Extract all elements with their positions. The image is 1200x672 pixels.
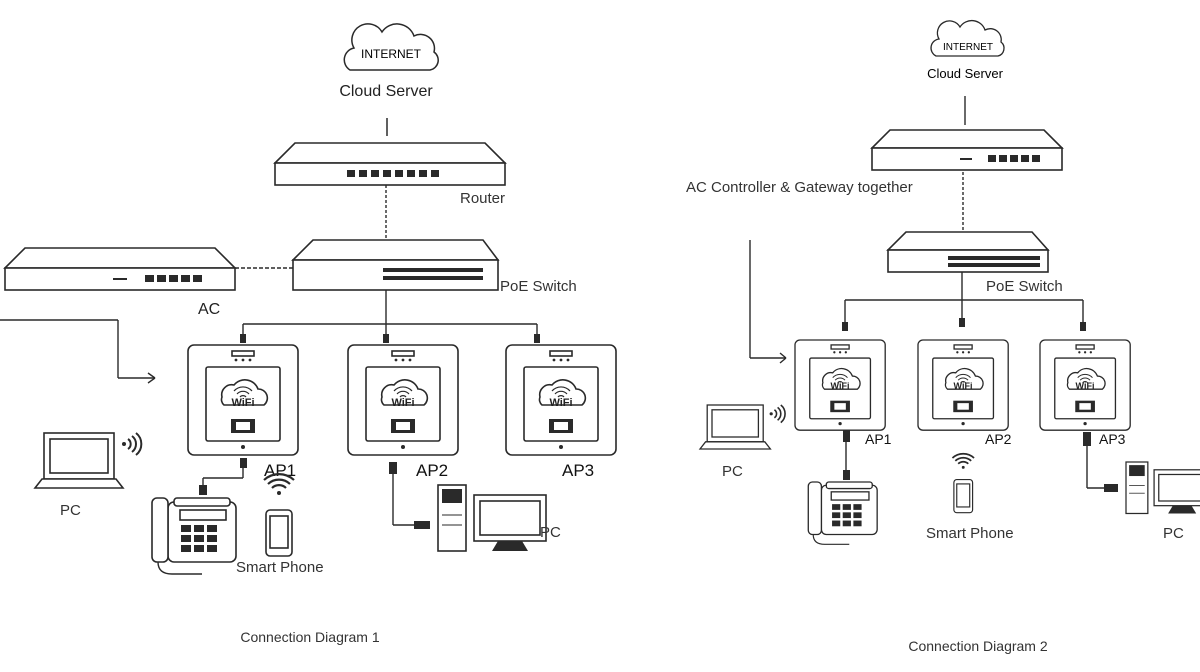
wifi-logo-label: WiFi	[954, 381, 973, 391]
ac-label: AC	[198, 301, 220, 318]
wifi-logo-label: WiFi	[549, 397, 572, 409]
pc-left-label: PC	[60, 502, 81, 519]
pc-right-label: PC	[1163, 525, 1184, 542]
internet-label: INTERNET	[943, 42, 993, 53]
poe-switch-device	[886, 231, 1050, 273]
cloud-server-label: Cloud Server	[927, 66, 1004, 81]
wifi-logo-label: WiFi	[831, 381, 850, 391]
caption-diagram-1: Connection Diagram 1	[240, 629, 380, 645]
wifi-logo-label: WiFi	[231, 397, 254, 409]
smartphone-icon	[951, 452, 975, 514]
wifi-logo-label: WiFi	[1076, 381, 1095, 391]
poe-switch-label: PoE Switch	[500, 278, 577, 295]
switch-to-ap-links	[0, 290, 538, 384]
wifi-logo-label: WiFi	[391, 397, 414, 409]
router-device	[274, 142, 506, 186]
smartphone-icon	[263, 473, 295, 557]
diagram-1: INTERNET Cloud Server Router AC	[0, 23, 617, 645]
desk-phone-icon	[807, 481, 878, 545]
laptop-icon	[33, 432, 143, 489]
router-label: Router	[460, 190, 505, 207]
ap1-label: AP1	[865, 431, 892, 447]
cloud-icon	[930, 19, 1005, 57]
caption-diagram-2: Connection Diagram 2	[908, 638, 1048, 654]
ap3-label: AP3	[562, 461, 594, 480]
poe-switch-label: PoE Switch	[986, 278, 1063, 295]
cloud-server-label: Cloud Server	[339, 83, 433, 100]
smart-phone-label: Smart Phone	[236, 559, 324, 576]
cloud-icon	[343, 23, 439, 71]
gateway-label: AC Controller & Gateway together	[686, 179, 913, 196]
laptop-icon	[698, 404, 786, 450]
ap2-label: AP2	[985, 431, 1012, 447]
ac-device	[4, 247, 236, 291]
gateway-device	[870, 129, 1064, 171]
desk-phone-icon	[151, 497, 237, 575]
desktop-pc-icon	[437, 484, 547, 552]
smart-phone-label: Smart Phone	[926, 525, 1014, 542]
internet-label: INTERNET	[361, 47, 422, 61]
diagram-2: INTERNET Cloud Server AC Controller & Ga…	[686, 19, 1200, 654]
ap3-label: AP3	[1099, 431, 1126, 447]
pc-right-label: PC	[540, 524, 561, 541]
ap2-label: AP2	[416, 461, 448, 480]
pc-left-label: PC	[722, 463, 743, 480]
desktop-pc-icon	[1125, 461, 1200, 515]
poe-switch-device	[291, 239, 500, 291]
